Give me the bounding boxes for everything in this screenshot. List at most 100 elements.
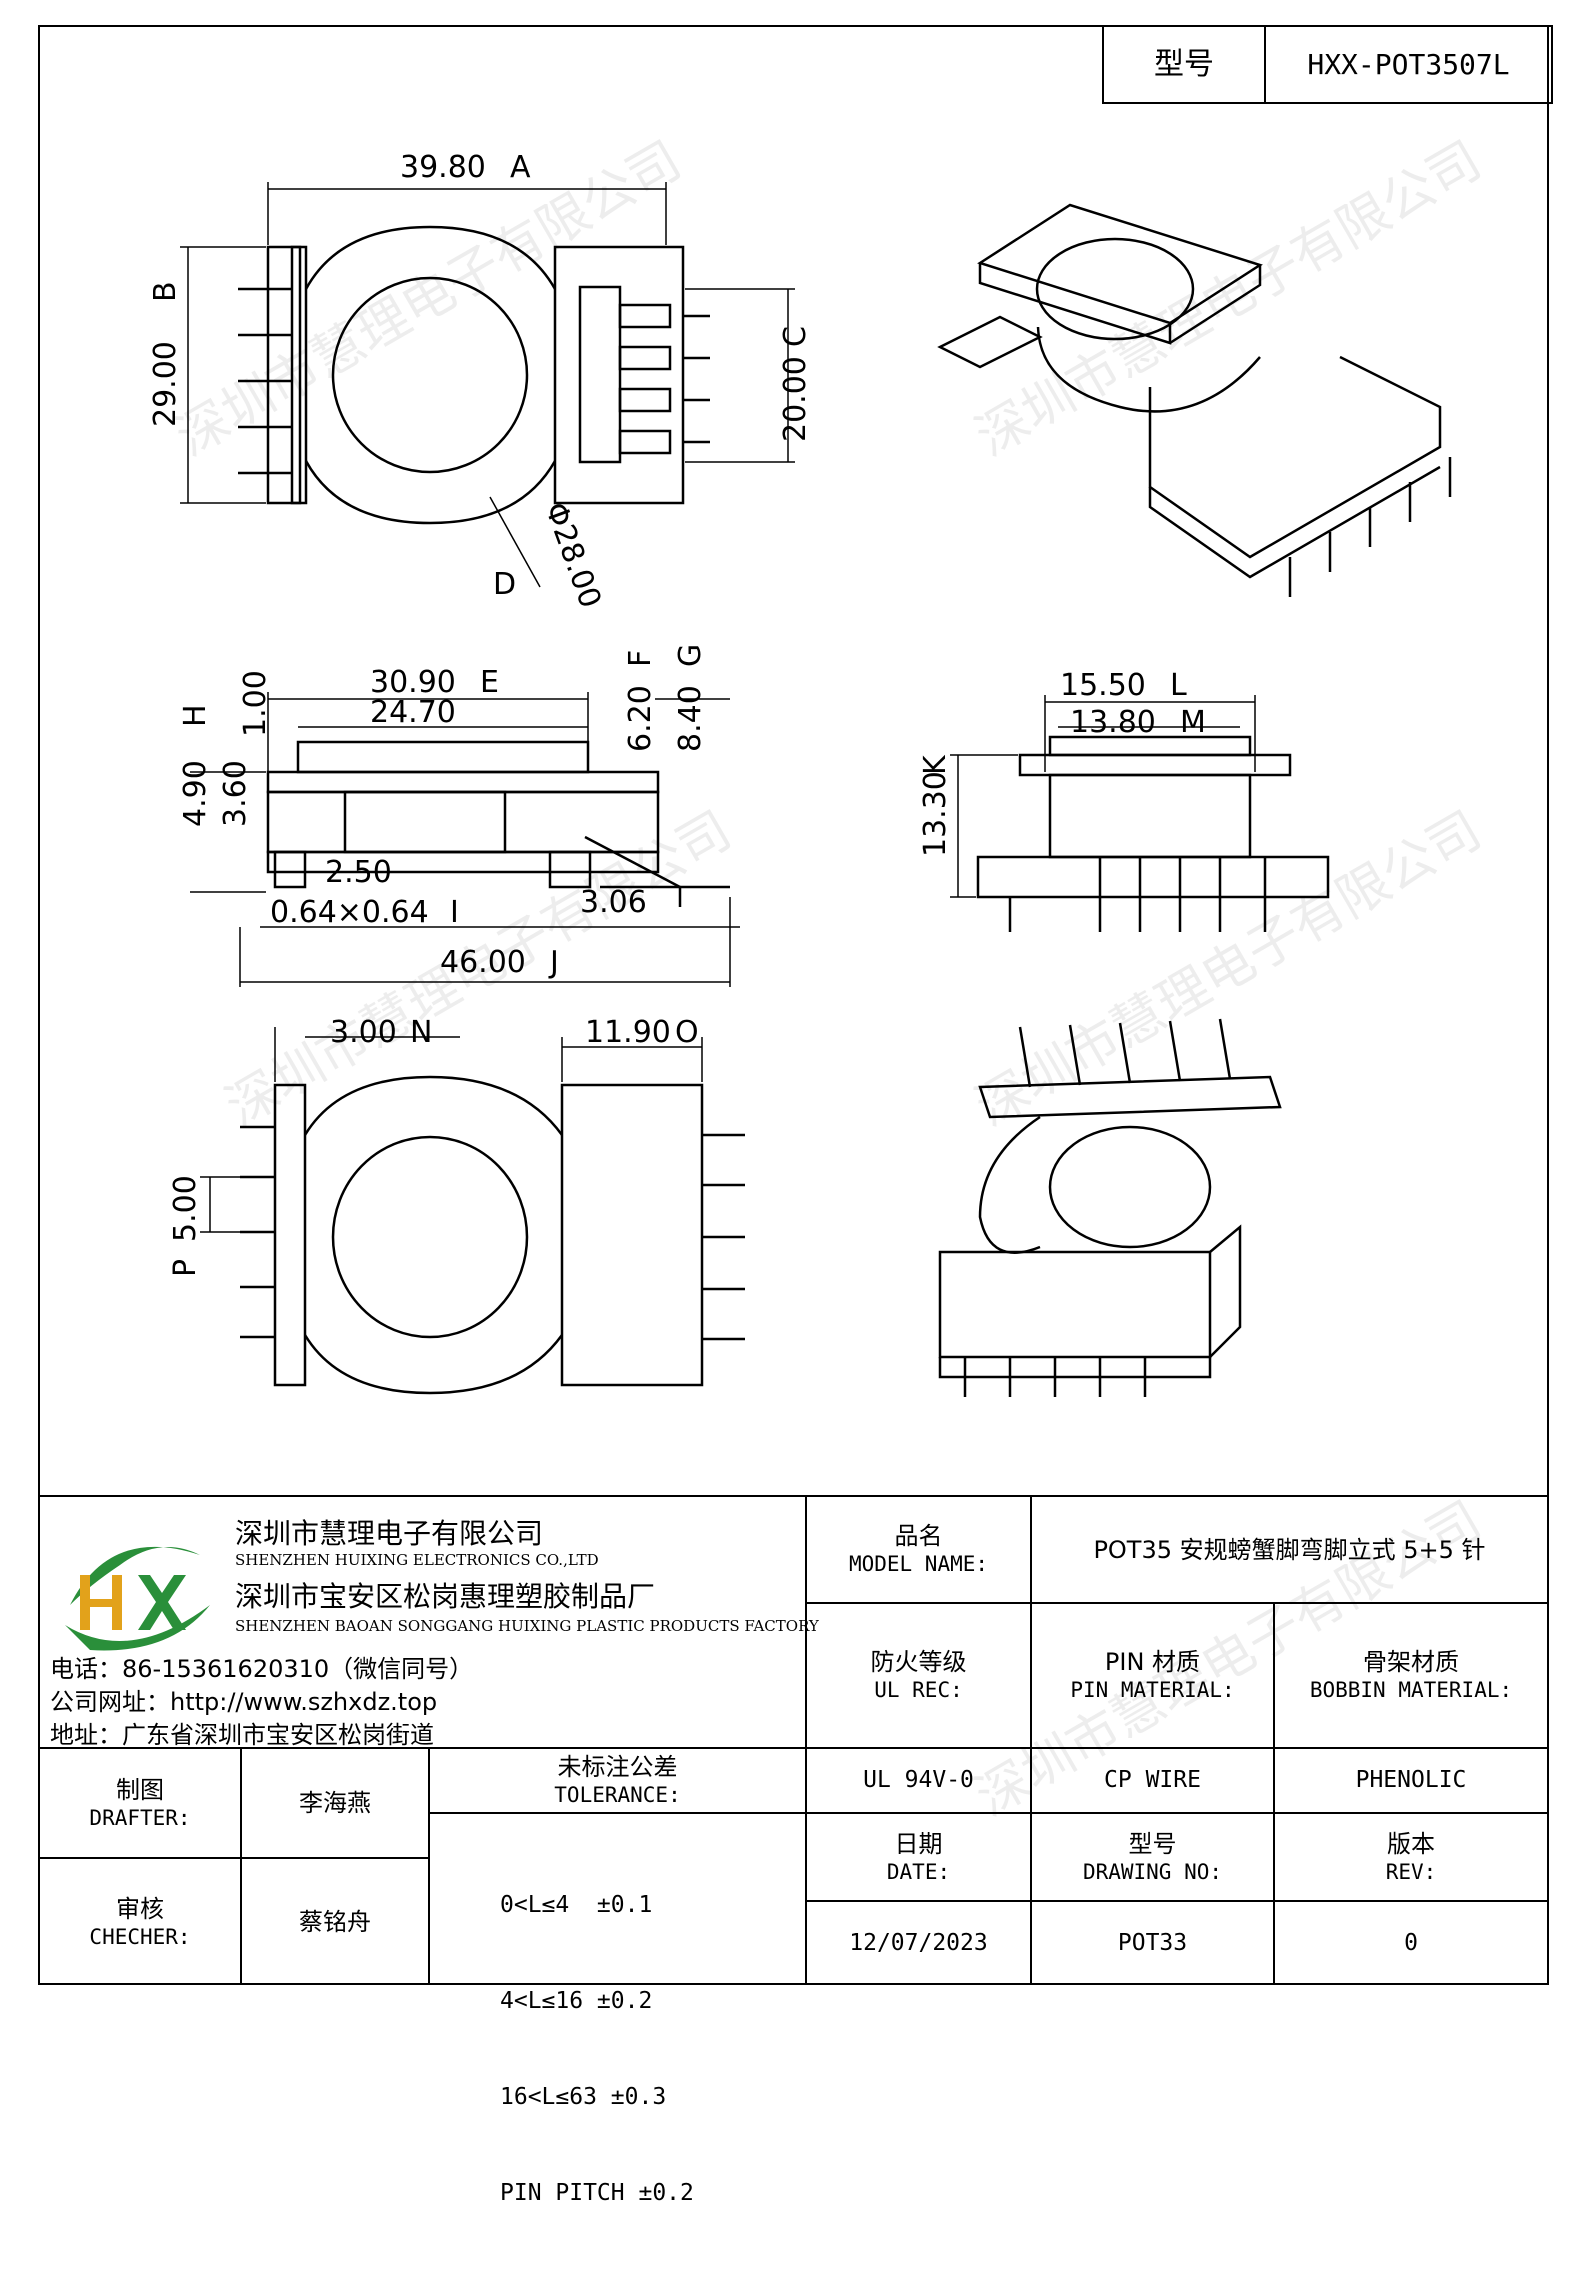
drafter-label-cn: 制图 (116, 1775, 164, 1804)
dim-marker-g: G (673, 644, 708, 667)
checker-label-en: CHECHER: (89, 1924, 191, 1949)
dim-k: 13.30 (918, 771, 953, 857)
bobbin-material-label-en: BOBBIN MATERIAL: (1309, 1678, 1513, 1703)
drawing-no-label: 型号 DRAWING NO: (1032, 1814, 1273, 1900)
title-vline (805, 1495, 807, 1985)
company-phone: 电话：86-15361620310（微信同号） (50, 1655, 474, 1683)
drawing-no-label-cn: 型号 (1128, 1829, 1177, 1858)
dim-marker-h: H (178, 704, 213, 727)
dim-m: 13.80 (1070, 705, 1156, 740)
dim-marker-e: E (480, 665, 499, 700)
model-name-label-en: MODEL NAME: (848, 1552, 989, 1577)
model-header-value: HXX-POT3507L (1307, 48, 1510, 81)
pin-material-label: PIN 材质 PIN MATERIAL: (1032, 1604, 1273, 1747)
dim-marker-o: O (675, 1015, 699, 1050)
title-hline (40, 1857, 430, 1859)
front-view (976, 735, 1330, 932)
date-value: 12/07/2023 (849, 1930, 988, 1957)
top-view (238, 225, 710, 525)
bobbin-material-label-cn: 骨架材质 (1363, 1648, 1459, 1677)
rev-label-cn: 版本 (1387, 1829, 1435, 1858)
date-label: 日期 DATE: (807, 1814, 1030, 1900)
dim-f: 6.20 (623, 685, 658, 752)
tolerance-line: PIN PITCH ±0.2 (500, 2180, 694, 2206)
drawing-sheet: 深圳市慧理电子有限公司 深圳市慧理电子有限公司 深圳市慧理电子有限公司 深圳市慧… (38, 25, 1553, 2206)
dim-marker-m: M (1180, 705, 1206, 740)
tolerance-line: 0<L≤4 ±0.1 (500, 1892, 653, 1918)
ul-rec-value: UL 94V-0 (863, 1767, 974, 1794)
tolerance-label-en: TOLERANCE: (554, 1783, 681, 1808)
ul-rec-label: 防火等级 UL REC: (807, 1604, 1030, 1747)
title-vline (240, 1747, 242, 1985)
dim-p: 5.00 (168, 1175, 203, 1242)
title-hline (805, 1602, 1547, 1604)
drafter-label-en: DRAFTER: (89, 1805, 191, 1830)
checker-value: 蔡铭舟 (299, 1908, 371, 1936)
dim-d: Φ28.00 (537, 498, 607, 613)
technical-drawing: 39.80 A 29.00 B 20.00 C Φ28.00 D 30.90 E… (148, 150, 1452, 1397)
iso-view-bottom (938, 1018, 1282, 1397)
bottom-view (240, 1075, 745, 1395)
dim-3-06: 3.06 (580, 885, 647, 920)
dim-24-70: 24.70 (370, 695, 456, 730)
factory-name-cn: 深圳市宝安区松岗惠理塑胶制品厂 (235, 1580, 656, 1613)
company-logo-mark (65, 1546, 210, 1651)
ul-rec-label-cn: 防火等级 (870, 1648, 967, 1677)
side-view (266, 740, 730, 907)
dim-n: 3.00 (330, 1015, 397, 1050)
title-vline (1273, 1602, 1275, 1985)
drafter-label: 制图 DRAFTER: (40, 1749, 240, 1857)
bobbin-material-label: 骨架材质 BOBBIN MATERIAL: (1275, 1604, 1547, 1747)
title-vline (1030, 1495, 1032, 1985)
title-vline (428, 1747, 430, 1985)
ul-rec-label-en: UL REC: (874, 1678, 963, 1703)
model-name-value: POT35 安规螃蟹脚弯脚立式 5+5 针 (1093, 1535, 1486, 1564)
dim-marker-j: J (548, 945, 559, 980)
bobbin-material-value: PHENOLIC (1355, 1767, 1467, 1794)
checker-label-cn: 审核 (116, 1894, 164, 1923)
model-header-label: 型号 (1104, 27, 1266, 102)
rev-label-en: REV: (1385, 1859, 1437, 1884)
dim-marker-n: N (410, 1015, 432, 1050)
company-name-cn: 深圳市慧理电子有限公司 (235, 1517, 544, 1550)
drawing-no-value: POT33 (1117, 1930, 1188, 1957)
dim-marker-b: B (148, 281, 183, 302)
company-logo (50, 1515, 220, 1665)
dim-3-60: 3.60 (218, 760, 253, 827)
dim-marker-c: C (778, 326, 813, 347)
model-name-label: 品名 MODEL NAME: (807, 1497, 1030, 1602)
model-name-label-cn: 品名 (894, 1522, 943, 1551)
dim-i: 0.64×0.64 (270, 895, 429, 930)
dim-c: 20.00 (778, 356, 813, 442)
company-website[interactable]: 公司网址：http://www.szhxdz.top (50, 1688, 438, 1716)
dim-h: 4.90 (178, 760, 213, 827)
dim-marker-p: P (168, 1259, 203, 1277)
dim-marker-i: I (450, 895, 459, 930)
tolerance-label: 未标注公差 TOLERANCE: (430, 1749, 805, 1812)
factory-name-en: SHENZHEN BAOAN SONGGANG HUIXING PLASTIC … (235, 1617, 819, 1635)
title-block-top-rule (40, 1495, 1547, 1497)
title-hline (40, 1747, 1547, 1749)
tolerance-list: 0<L≤4 ±0.1 4<L≤16 ±0.2 16<L≤63 ±0.3 PIN … (500, 1825, 694, 2273)
tolerance-label-cn: 未标注公差 (557, 1753, 678, 1782)
dim-g: 8.40 (673, 685, 708, 752)
date-label-en: DATE: (886, 1859, 951, 1884)
dim-marker-k: K (918, 754, 953, 775)
dim-marker-a: A (510, 150, 531, 185)
pin-material-label-cn: PIN 材质 (1104, 1648, 1201, 1677)
company-name-en: SHENZHEN HUIXING ELECTRONICS CO.,LTD (235, 1551, 599, 1569)
dim-marker-l: L (1170, 668, 1187, 703)
checker-label: 审核 CHECHER: (40, 1859, 240, 1985)
model-header-box: 型号 HXX-POT3507L (1102, 25, 1553, 104)
dim-marker-d: D (493, 567, 516, 602)
dim-2-50: 2.50 (325, 855, 392, 890)
drawing-no-label-en: DRAWING NO: (1082, 1859, 1223, 1884)
pin-material-label-en: PIN MATERIAL: (1070, 1678, 1235, 1703)
dim-o: 11.90 (585, 1015, 671, 1050)
dim-e: 30.90 (370, 665, 456, 700)
tolerance-line: 4<L≤16 ±0.2 (500, 1988, 653, 2014)
dim-j: 46.00 (440, 945, 526, 980)
rev-value: 0 (1404, 1930, 1418, 1957)
dim-b: 29.00 (148, 341, 183, 427)
dim-a: 39.80 (400, 150, 486, 185)
